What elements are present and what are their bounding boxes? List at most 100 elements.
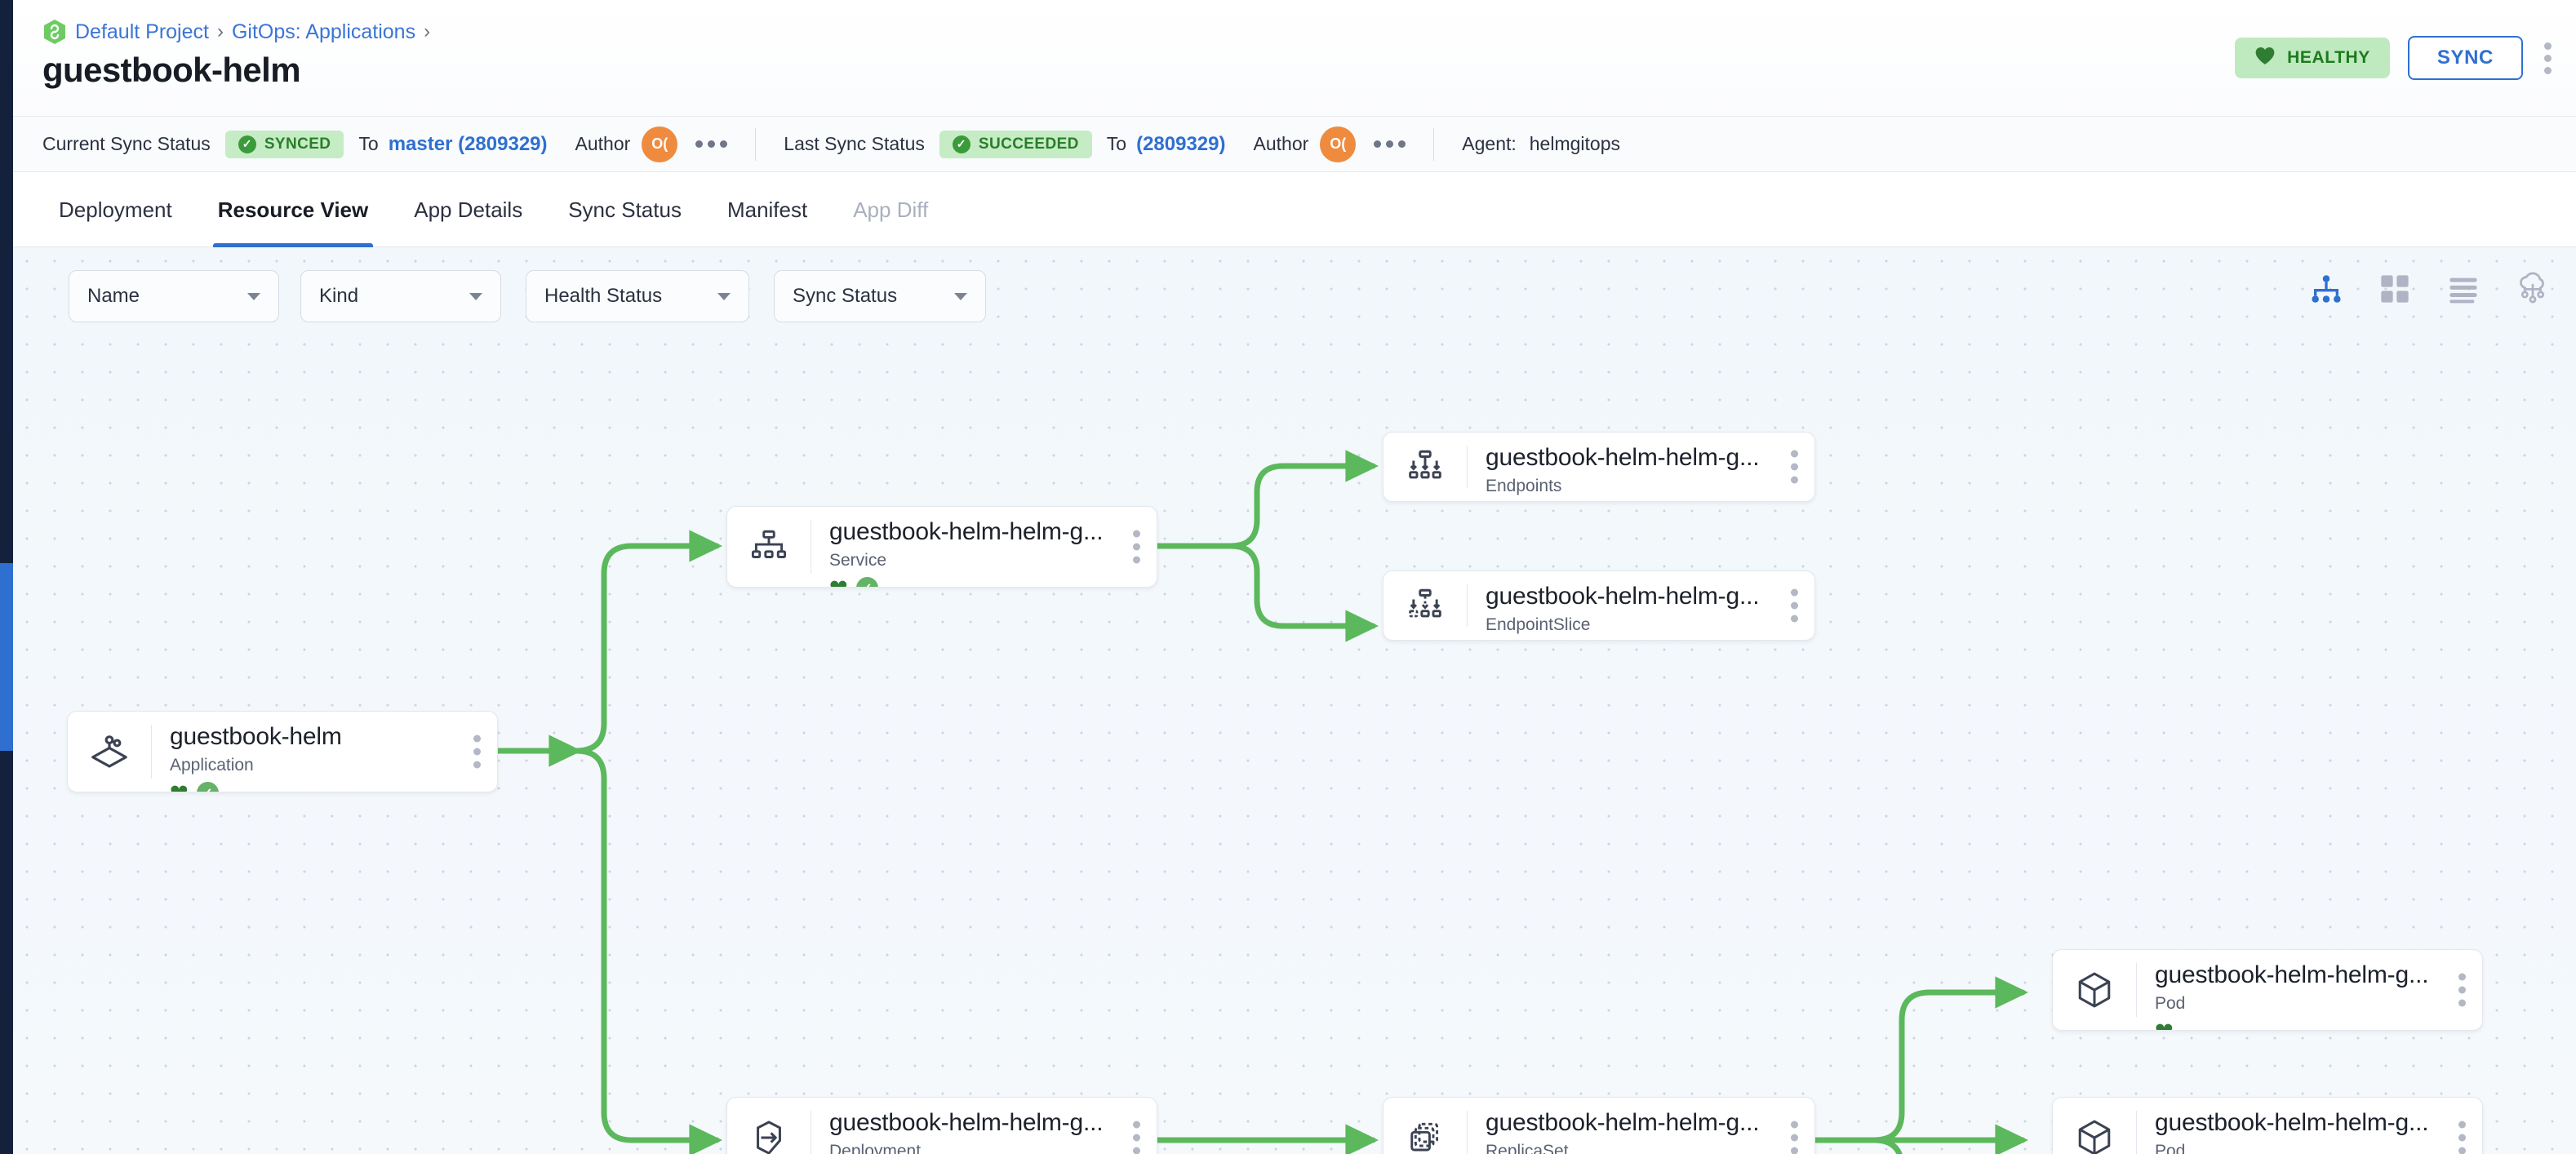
- node-status-badges: ❤ ✓: [170, 782, 497, 792]
- filter-sync-status[interactable]: Sync Status: [774, 270, 986, 322]
- last-author-label: Author: [1253, 133, 1309, 154]
- project-icon: [42, 19, 67, 45]
- graph-node-service[interactable]: guestbook-helm-helm-g... Service ❤ ✓: [726, 506, 1157, 588]
- current-author-avatar[interactable]: O(: [642, 126, 678, 162]
- node-overflow-menu-icon[interactable]: [1133, 530, 1140, 564]
- header-actions: HEALTHY SYNC: [2235, 36, 2555, 80]
- resource-graph-canvas[interactable]: Name Kind Health Status Sync Status: [13, 247, 2576, 1154]
- tab-app-details[interactable]: App Details: [414, 197, 523, 222]
- graph-node-endpointslice[interactable]: guestbook-helm-helm-g... EndpointSlice: [1383, 570, 1815, 641]
- agent-value: helmgitops: [1529, 133, 1620, 154]
- endpointslice-icon: [1383, 571, 1467, 640]
- node-kind: Application: [170, 756, 254, 775]
- last-revision-link[interactable]: (2809329): [1136, 132, 1226, 155]
- health-badge-label: HEALTHY: [2287, 48, 2370, 67]
- list-view-icon[interactable]: [2447, 273, 2480, 309]
- node-name: guestbook-helm-helm-g...: [1486, 583, 1760, 610]
- last-to-label: To: [1106, 133, 1127, 154]
- last-author-avatar[interactable]: O(: [1320, 126, 1357, 162]
- current-to-label: To: [358, 133, 379, 154]
- network-view-icon[interactable]: [2516, 272, 2550, 310]
- chevron-down-icon-2: [469, 292, 482, 300]
- graph-node-deployment[interactable]: guestbook-helm-helm-g... Deployment ❤ ✓: [726, 1097, 1157, 1154]
- current-sync-status-pill: ✓ SYNCED: [224, 130, 344, 158]
- breadcrumb-link-default-project[interactable]: Default Project: [75, 20, 209, 43]
- status-divider-1: [755, 127, 757, 161]
- chevron-down-icon-4: [954, 292, 967, 300]
- node-overflow-menu-icon[interactable]: [473, 735, 481, 769]
- chevron-down-icon-3: [717, 292, 731, 300]
- current-revision-link[interactable]: master (2809329): [388, 132, 548, 155]
- graph-node-endpoints[interactable]: guestbook-helm-helm-g... Endpoints: [1383, 432, 1815, 502]
- last-sync-status-label: Last Sync Status: [784, 133, 925, 154]
- graph-node-application[interactable]: guestbook-helm Application ❤ ✓: [67, 711, 498, 792]
- heart-icon: [2254, 46, 2276, 70]
- filter-health-status[interactable]: Health Status: [526, 270, 749, 322]
- status-badge-health: HEALTHY: [2235, 38, 2390, 78]
- node-kind: Pod: [2155, 1142, 2186, 1154]
- node-overflow-menu-icon[interactable]: [1133, 1121, 1140, 1154]
- node-overflow-menu-icon[interactable]: [1791, 450, 1798, 484]
- node-overflow-menu-icon[interactable]: [1791, 588, 1798, 623]
- node-divider: [1467, 446, 1468, 488]
- agent-label: Agent:: [1462, 133, 1517, 154]
- tab-resource-view[interactable]: Resource View: [195, 172, 392, 247]
- node-name: guestbook-helm-helm-g...: [829, 518, 1104, 545]
- current-sync-status-label: Current Sync Status: [42, 133, 211, 154]
- current-author-label: Author: [575, 133, 631, 154]
- breadcrumb-link-gitops-applications[interactable]: GitOps: Applications: [231, 20, 416, 43]
- filter-kind[interactable]: Kind: [300, 270, 501, 322]
- sync-status-strip: Current Sync Status ✓ SYNCED To master (…: [13, 117, 2576, 172]
- tree-view-icon[interactable]: [2310, 273, 2343, 309]
- node-kind: Deployment: [829, 1142, 922, 1154]
- check-circle-icon: ✓: [238, 135, 256, 153]
- app-nav-rail[interactable]: [0, 0, 13, 1154]
- breadcrumb-separator-2: ›: [424, 20, 431, 42]
- filter-name[interactable]: Name: [69, 270, 279, 322]
- node-kind: Endpoints: [1486, 477, 1562, 495]
- tab-deployment[interactable]: Deployment: [59, 197, 172, 222]
- endpoints-icon: [1383, 433, 1467, 501]
- last-sync-overflow-icon[interactable]: [1374, 140, 1406, 148]
- view-mode-switcher: [2310, 272, 2550, 310]
- pod-icon: [2053, 950, 2136, 1030]
- graph-node-pod-2[interactable]: guestbook-helm-helm-g... Pod ❤: [2052, 1097, 2483, 1154]
- node-kind: Pod: [2155, 994, 2186, 1013]
- breadcrumb-separator: ›: [216, 20, 224, 42]
- node-name: guestbook-helm-helm-g...: [829, 1109, 1104, 1136]
- graph-node-replicaset[interactable]: guestbook-helm-helm-g... ReplicaSet ❤: [1383, 1097, 1815, 1154]
- sync-check-icon: ✓: [196, 782, 219, 792]
- breadcrumb: Default Project › GitOps: Applications ›: [42, 19, 430, 45]
- graph-toolbar: Name Kind Health Status Sync Status: [13, 247, 2576, 333]
- node-overflow-menu-icon[interactable]: [2458, 973, 2466, 1007]
- graph-node-pod-1[interactable]: guestbook-helm-helm-g... Pod ❤: [2052, 949, 2483, 1031]
- nav-rail-active-indicator: [0, 563, 13, 751]
- deployment-icon: [727, 1098, 811, 1154]
- page-header: Default Project › GitOps: Applications ›…: [13, 0, 2576, 117]
- node-divider: [151, 725, 152, 779]
- node-status-badges: ❤ ✓: [829, 577, 1157, 587]
- filter-sync-status-label: Sync Status: [793, 285, 898, 307]
- sync-button[interactable]: SYNC: [2407, 36, 2523, 80]
- filter-health-status-label: Health Status: [544, 285, 663, 307]
- node-kind: EndpointSlice: [1486, 615, 1591, 634]
- node-name: guestbook-helm-helm-g...: [2155, 1109, 2429, 1136]
- node-name: guestbook-helm-helm-g...: [1486, 444, 1760, 471]
- status-divider-2: [1433, 127, 1435, 161]
- node-overflow-menu-icon[interactable]: [2458, 1121, 2466, 1154]
- tab-manifest[interactable]: Manifest: [726, 197, 808, 222]
- node-kind: Service: [829, 551, 887, 570]
- node-status-badges: ❤: [2155, 1020, 2482, 1031]
- node-overflow-menu-icon[interactable]: [1791, 1121, 1798, 1154]
- grid-view-icon[interactable]: [2378, 273, 2411, 309]
- heart-icon: ❤: [2155, 1019, 2174, 1031]
- sync-check-icon: ✓: [855, 577, 878, 587]
- heart-icon: ❤: [170, 780, 189, 792]
- tab-sync-status[interactable]: Sync Status: [568, 197, 682, 222]
- node-name: guestbook-helm-helm-g...: [1486, 1109, 1760, 1136]
- current-sync-overflow-icon[interactable]: [695, 140, 728, 148]
- node-divider: [2136, 1111, 2137, 1154]
- filter-kind-label: Kind: [319, 285, 359, 307]
- header-overflow-menu-icon[interactable]: [2541, 39, 2555, 78]
- last-sync-status-pill: ✓ SUCCEEDED: [939, 130, 1092, 158]
